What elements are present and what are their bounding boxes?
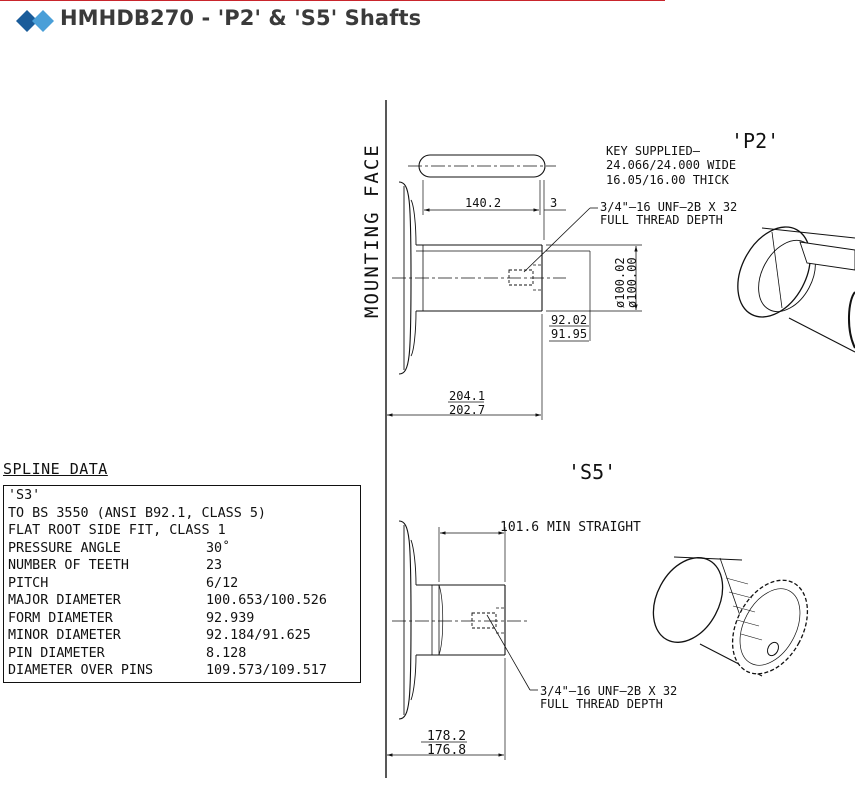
accent-line (0, 0, 665, 1)
s5-length-min: 176.8 (427, 743, 466, 758)
s5-thread-depth: FULL THREAD DEPTH (540, 697, 663, 711)
dim-key-length: 140.2 (465, 196, 501, 210)
p2-label: 'P2' (731, 129, 779, 153)
key-thick-text: 16.05/16.00 THICK (606, 173, 730, 187)
header: HMHDB270 - 'P2' & 'S5' Shafts (0, 0, 855, 40)
mounting-face-label: MOUNTING FACE (361, 143, 383, 318)
spline-data-section: SPLINE DATA 'S3' TO BS 3550 (ANSI B92.1,… (3, 460, 361, 683)
p2-thread-spec: 3/4"–16 UNF–2B X 32 (600, 200, 737, 214)
page-title: HMHDB270 - 'P2' & 'S5' Shafts (60, 6, 422, 30)
diamond-logo-icon (16, 10, 54, 32)
spline-fit: FLAT ROOT SIDE FIT, CLASS 1 (8, 523, 226, 538)
spline-code: 'S3' (8, 488, 41, 503)
dim-diameter-max: ø100.02 (613, 257, 627, 308)
dim-diameter-min: ø100.00 (625, 257, 639, 308)
p2-shaft-view (387, 154, 642, 420)
key-width-text: 24.066/24.000 WIDE (606, 158, 736, 172)
spline-data-title: SPLINE DATA (3, 460, 108, 478)
dim-step-min: 91.95 (551, 327, 587, 341)
p2-length-max: 204.1 (449, 389, 485, 403)
min-straight-dim: 101.6 MIN STRAIGHT (500, 520, 641, 535)
p2-thread-depth: FULL THREAD DEPTH (600, 213, 723, 227)
dim-key-offset: 3 (550, 196, 557, 210)
s5-thread-spec: 3/4"–16 UNF–2B X 32 (540, 684, 677, 698)
dim-step-max: 92.02 (551, 313, 587, 327)
s5-label: 'S5' (568, 460, 616, 484)
p2-length-min: 202.7 (449, 403, 485, 417)
s5-shaft-view (387, 520, 538, 760)
spline-data-table: 'S3' TO BS 3550 (ANSI B92.1, CLASS 5) FL… (3, 485, 361, 683)
s5-shaft-isometric (652, 548, 809, 677)
spline-standard: TO BS 3550 (ANSI B92.1, CLASS 5) (8, 505, 266, 521)
key-supplied-text: KEY SUPPLIED– (606, 144, 701, 158)
s5-length-max: 178.2 (427, 729, 466, 744)
p2-shaft-isometric (737, 226, 855, 353)
